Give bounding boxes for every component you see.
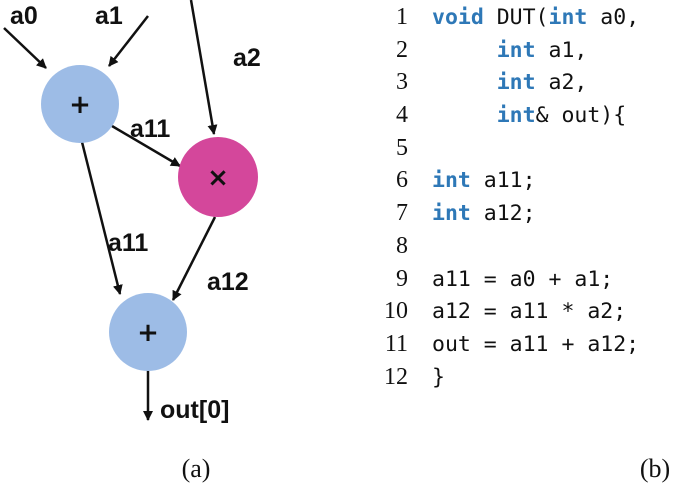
code-text: int a12; [432,201,536,226]
line-number: 12 [384,363,408,390]
code-line: 4 int& out){ [368,102,639,135]
input-label-a1: a1 [95,2,123,30]
caption-b: (b) [640,454,670,483]
add-node-1-symbol: + [69,90,91,120]
line-number: 7 [396,200,408,227]
multiply-node [178,137,258,217]
line-number: 11 [384,330,408,357]
code-line: 2 int a1, [368,37,639,70]
edge-label-a11-upper: a11 [130,115,170,143]
code-line: 12} [368,364,639,397]
code-token: a12 = a11 * a2; [432,299,627,325]
edge-a2 [189,0,218,135]
output-label: out[0] [160,396,229,424]
code-text: } [432,365,445,390]
code-line: 9 a11 = a0 + a1; [368,266,639,299]
code-token: a12; [470,201,536,227]
multiply-node-symbol: × [207,163,229,193]
add-node-1 [41,65,119,143]
line-number: 1 [396,4,408,30]
edge-a12 [171,216,217,301]
code-text: int a1, [432,37,588,63]
code-line: 11 out = a11 + a12; [368,331,639,364]
code-text: int& out){ [432,103,626,128]
code-text: a12 = a11 * a2; [432,299,626,324]
code-token: a11 = a0 + a1; [432,266,614,292]
code-keyword: int [496,37,536,63]
code-keyword: int [496,103,536,129]
line-number: 2 [396,36,408,63]
code-token: } [432,364,445,390]
code-text: void DUT(int a0, [432,5,639,30]
code-token: & out){ [535,103,627,129]
code-token: DUT( [483,5,549,30]
edge-a0 [3,27,47,69]
code-keyword: int [496,70,536,96]
code-line: 3 int a2, [368,69,639,102]
add-node-2-symbol: + [137,318,159,348]
code-token: a1, [535,37,588,63]
code-token: out = a11 + a12; [432,331,640,357]
code-text: a11 = a0 + a1; [432,267,613,292]
code-keyword: int [432,201,471,227]
code-text: int a11; [432,168,536,193]
line-number: 3 [396,69,408,96]
line-number: 10 [384,298,408,325]
code-line: 8 [368,233,639,266]
code-line: 7 int a12; [368,200,639,233]
input-label-a2: a2 [233,44,261,72]
edge-label-a12: a12 [207,268,249,296]
code-keyword: int [548,5,588,30]
code-line: 10 a12 = a11 * a2; [368,298,639,331]
line-number: 6 [396,167,408,194]
input-label-a0: a0 [10,2,38,30]
caption-a: (a) [182,454,211,483]
code-line: 1 void DUT(int a0, [368,4,639,37]
code-text: int a2, [432,70,588,96]
edge-a1 [108,15,149,67]
edge-a11-to-mul [111,124,181,168]
code-token: a11; [470,168,536,194]
code-token [432,38,497,63]
code-line: 5 [368,135,639,168]
line-number: 4 [396,102,408,129]
code-token [432,70,497,95]
code-text: out = a11 + a12; [432,332,639,357]
code-keyword: void [432,5,484,30]
line-number: 9 [396,265,408,292]
edge-label-a11-lower: a11 [108,229,148,257]
line-number: 8 [396,232,408,259]
line-number: 5 [396,134,408,161]
add-node-2 [109,293,187,371]
code-line: 6 int a11; [368,167,639,200]
code-keyword: int [432,168,471,194]
edge-a11-to-add2 [80,141,123,295]
code-token: a0, [587,5,640,30]
code-token: a2, [535,70,588,96]
code-token [432,103,497,128]
